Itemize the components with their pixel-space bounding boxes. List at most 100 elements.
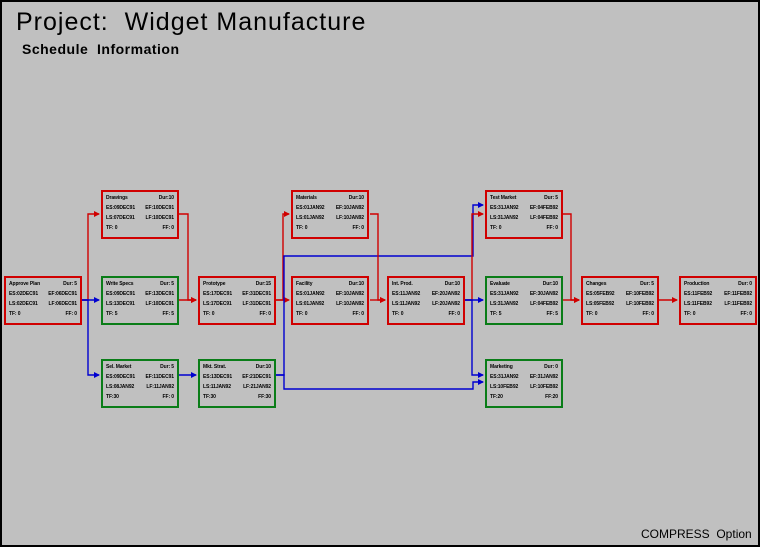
node-early-start: ES:09DEC91 [106, 291, 136, 297]
node-free-float: FF: 0 [259, 311, 272, 317]
node-row-3: TF:30 FF: 0 [103, 394, 177, 400]
node-duration: Dur:10 [255, 364, 271, 370]
node-duration: Dur:10 [542, 281, 558, 287]
node-total-float: TF: 0 [490, 225, 502, 231]
node-late-start: LS:02DEC91 [9, 301, 38, 307]
node-free-float: FF: 5 [546, 311, 559, 317]
node-early-start: ES:09DEC91 [106, 205, 136, 211]
node-total-float: TF: 0 [392, 311, 404, 317]
node-duration: Dur: 5 [160, 281, 174, 287]
node-name: Marketing [490, 364, 513, 370]
node-late-start: LS:11JAN92 [392, 301, 420, 307]
node-early-finish: EF:11DEC91 [145, 374, 175, 380]
node-late-start: LS:05FEB92 [586, 301, 615, 307]
node-row-3: TF: 0 FF: 0 [200, 311, 274, 317]
node-early-finish: EF:31DEC91 [242, 291, 271, 297]
node-early-start: ES:01JAN92 [296, 291, 325, 297]
node-total-float: TF: 5 [106, 311, 118, 317]
node-late-start: LS:31JAN92 [490, 215, 519, 221]
node-row-0: Evaluate Dur:10 [487, 281, 561, 287]
link-approveplan-drawings [82, 211, 100, 301]
node-row-3: TF: 5 FF: 5 [103, 311, 177, 317]
node-late-finish: LF:10JAN92 [336, 301, 364, 307]
node-free-float: FF: 0 [546, 225, 559, 231]
node-total-float: TF: 0 [586, 311, 598, 317]
node-late-finish: LF:10DEC91 [145, 301, 175, 307]
node-free-float: FF: 0 [162, 394, 175, 400]
node-duration: Dur: 5 [160, 364, 174, 370]
link-prototype-materials [276, 211, 290, 301]
node-free-float: FF: 5 [162, 311, 175, 317]
node-total-float: TF:30 [203, 394, 216, 400]
node-name: Test Market [490, 195, 517, 201]
node-row-1: ES:01JAN92 EF:10JAN92 [293, 291, 367, 297]
node-duration: Dur: 5 [63, 281, 77, 287]
node-early-start: ES:01JAN92 [296, 205, 325, 211]
node-row-0: Mkt. Strat.Dur:10 [200, 364, 274, 370]
node-name: Sel. Market [106, 364, 132, 370]
node-name: Prototype [203, 281, 226, 287]
node-late-start: LS:07DEC91 [106, 215, 135, 221]
link-initprod-testmarket [465, 211, 484, 301]
node-early-finish: EF:20JAN92 [431, 291, 460, 297]
link-approveplan-selmarket [82, 299, 100, 378]
node-late-start: LS:11FEB92 [684, 301, 712, 307]
node-early-start: ES:31JAN92 [490, 291, 519, 297]
node-name: Production [684, 281, 710, 287]
footer-label: COMPRESS Option [641, 527, 752, 541]
node-late-finish: LF:10JAN92 [336, 215, 364, 221]
node-late-start: LS:17DEC91 [203, 301, 232, 307]
node-name: Evaluate [490, 281, 510, 287]
node-late-start: LS:13DEC91 [106, 301, 135, 307]
node-duration: Dur:10 [348, 195, 364, 201]
node-early-start: ES:13DEC91 [203, 374, 233, 380]
node-duration: Dur: 0 [544, 364, 558, 370]
node-late-finish: LF:06DEC91 [48, 301, 78, 307]
node-late-finish: LF:20JAN92 [432, 301, 460, 307]
node-name: Write Specs [106, 281, 134, 287]
link-mktstrat-marketing [276, 374, 484, 390]
node-early-finish: EF:10FEB92 [625, 291, 654, 297]
node-free-float: FF: 0 [352, 311, 365, 317]
node-late-start: LS:08JAN92 [106, 384, 135, 390]
node-early-finish: EF:10JAN92 [335, 291, 364, 297]
page-title: Project: Widget Manufacture [16, 8, 367, 36]
node-total-float: TF:30 [106, 394, 119, 400]
node-free-float: FF: 0 [162, 225, 175, 231]
node-total-float: TF: 0 [203, 311, 215, 317]
node-row-2: LS:13DEC91 LF:10DEC91 [103, 301, 177, 307]
node-late-finish: LF:04FEB92 [530, 301, 558, 307]
node-early-finish: EF:11FEB92 [724, 291, 752, 297]
node-late-finish: LF:10DEC91 [145, 215, 175, 221]
